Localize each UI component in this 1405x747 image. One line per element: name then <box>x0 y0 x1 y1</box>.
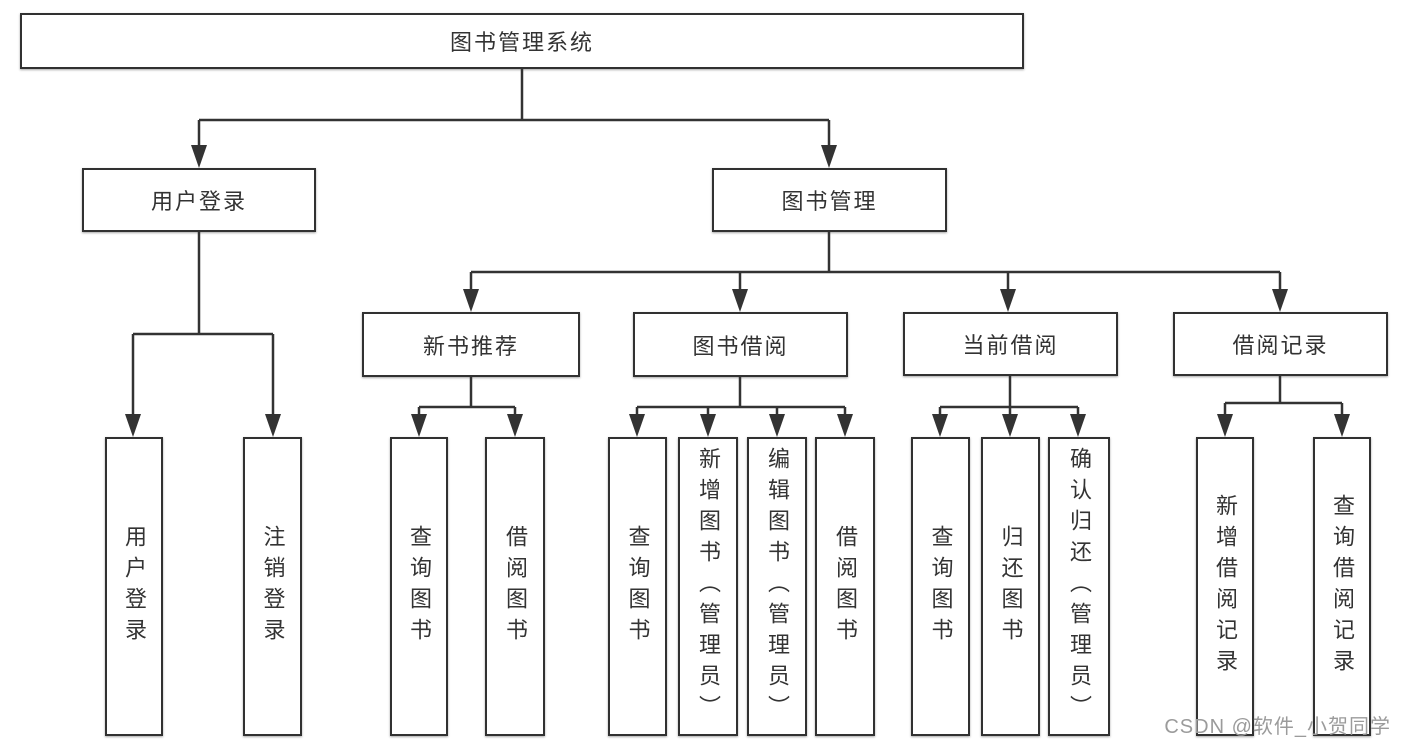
node-book-management: 图书管理 <box>712 168 947 232</box>
leaf-query-borrow-record-label: 查询借阅记录 <box>1330 493 1355 680</box>
node-borrow-records-label: 借阅记录 <box>1232 333 1329 358</box>
node-borrow-records: 借阅记录 <box>1173 312 1388 376</box>
node-book-borrowing-label: 图书借阅 <box>692 333 789 359</box>
leaf-query-books-recommend: 查询图书 <box>390 437 448 736</box>
leaf-query-books-recommend-label: 查询图书 <box>407 524 432 649</box>
node-user-login: 用户登录 <box>82 168 316 232</box>
leaf-query-books-current: 查询图书 <box>911 437 970 736</box>
leaf-borrow-books: 借阅图书 <box>815 437 875 736</box>
arrowheads <box>125 145 1350 437</box>
node-library-system: 图书管理系统 <box>20 13 1024 69</box>
leaf-query-borrow-record: 查询借阅记录 <box>1313 437 1371 736</box>
leaf-query-books-borrowing: 查询图书 <box>608 437 667 736</box>
node-current-borrowing-label: 当前借阅 <box>962 333 1059 358</box>
leaf-borrow-books-recommend-label: 借阅图书 <box>503 524 528 649</box>
leaf-add-borrow-record: 新增借阅记录 <box>1196 437 1254 736</box>
leaf-add-borrow-record-label: 新增借阅记录 <box>1213 493 1238 680</box>
leaf-user-login: 用户登录 <box>105 437 163 736</box>
node-user-login-label: 用户登录 <box>150 189 247 214</box>
leaf-add-books-admin-label: 新增图书（管理员） <box>696 447 721 726</box>
leaf-edit-books-admin: 编辑图书（管理员） <box>747 437 807 736</box>
leaf-borrow-books-label: 借阅图书 <box>833 524 858 649</box>
leaf-query-books-borrowing-label: 查询图书 <box>625 524 651 649</box>
node-library-system-label: 图书管理系统 <box>449 30 594 55</box>
leaf-logout: 注销登录 <box>243 437 302 736</box>
node-book-management-label: 图书管理 <box>781 189 878 214</box>
leaf-edit-books-admin-label: 编辑图书（管理员） <box>765 447 790 726</box>
node-book-borrowing: 图书借阅 <box>633 312 848 377</box>
node-new-book-recommend-label: 新书推荐 <box>422 333 519 359</box>
leaf-return-books: 归还图书 <box>981 437 1040 736</box>
csdn-watermark: CSDN @软件_小贺同学 <box>1164 716 1391 738</box>
leaf-add-books-admin: 新增图书（管理员） <box>678 437 738 736</box>
leaf-borrow-books-recommend: 借阅图书 <box>485 437 545 736</box>
leaf-confirm-return-admin-label: 确认归还（管理员） <box>1067 447 1092 726</box>
leaf-logout-label: 注销登录 <box>260 524 286 649</box>
leaf-confirm-return-admin: 确认归还（管理员） <box>1048 437 1110 736</box>
leaf-user-login-label: 用户登录 <box>122 524 147 649</box>
node-new-book-recommend: 新书推荐 <box>362 312 580 377</box>
leaf-query-books-current-label: 查询图书 <box>928 524 954 649</box>
node-current-borrowing: 当前借阅 <box>903 312 1118 376</box>
leaf-return-books-label: 归还图书 <box>998 524 1024 649</box>
